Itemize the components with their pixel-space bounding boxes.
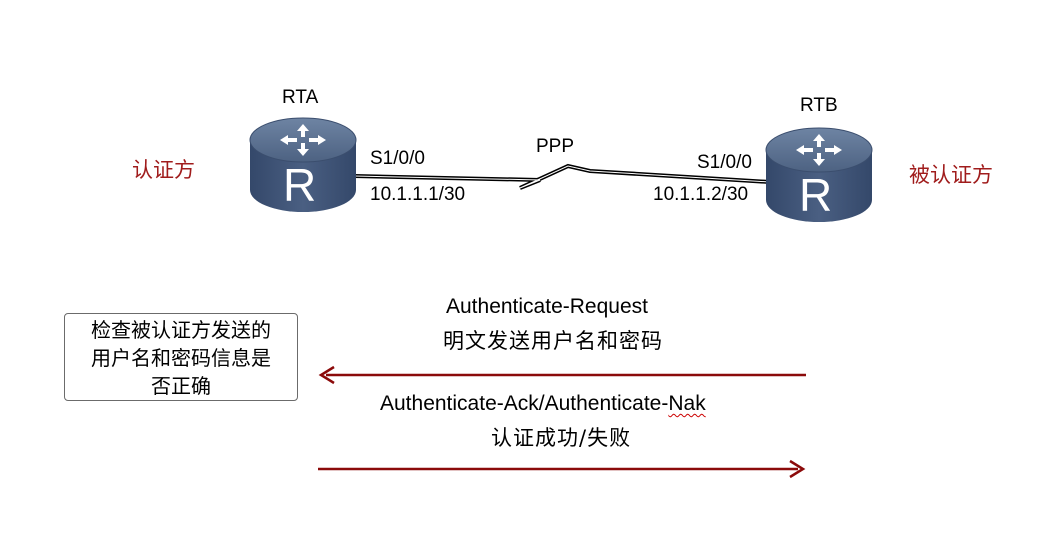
response-title-part1: Authenticate-Ack/Authenticate- <box>380 392 669 415</box>
rtb-ip: 10.1.1.2/30 <box>653 184 749 205</box>
request-subtitle: 明文发送用户名和密码 <box>443 329 663 353</box>
response-title: Authenticate-Ack/Authenticate-Nak <box>380 392 706 416</box>
note-line-1: 检查被认证方发送的 <box>91 318 271 342</box>
rta-interface: S1/0/0 <box>370 148 425 169</box>
request-title: Authenticate-Request <box>446 295 648 318</box>
response-title-part2: Nak <box>668 392 706 415</box>
router-rta-name: RTA <box>282 87 319 108</box>
rta-letter: R <box>283 159 317 211</box>
rta-ip: 10.1.1.1/30 <box>370 184 466 205</box>
authenticatee-label: 被认证方 <box>909 163 993 187</box>
response-subtitle: 认证成功/失败 <box>491 426 632 450</box>
router-rtb-name: RTB <box>800 95 838 116</box>
rtb-letter: R <box>799 169 833 221</box>
serial-link <box>353 163 771 190</box>
note-line-2: 用户名和密码信息是 <box>91 346 271 370</box>
request-arrow <box>318 365 806 385</box>
response-arrow <box>318 459 806 479</box>
verification-note: 检查被认证方发送的 用户名和密码信息是 否正确 <box>64 313 298 401</box>
link-protocol: PPP <box>536 136 575 157</box>
rtb-interface: S1/0/0 <box>697 152 752 173</box>
note-line-3: 否正确 <box>151 374 211 398</box>
authenticator-label: 认证方 <box>132 158 195 182</box>
router-rta-icon <box>249 117 357 212</box>
router-rtb-icon <box>765 127 873 222</box>
